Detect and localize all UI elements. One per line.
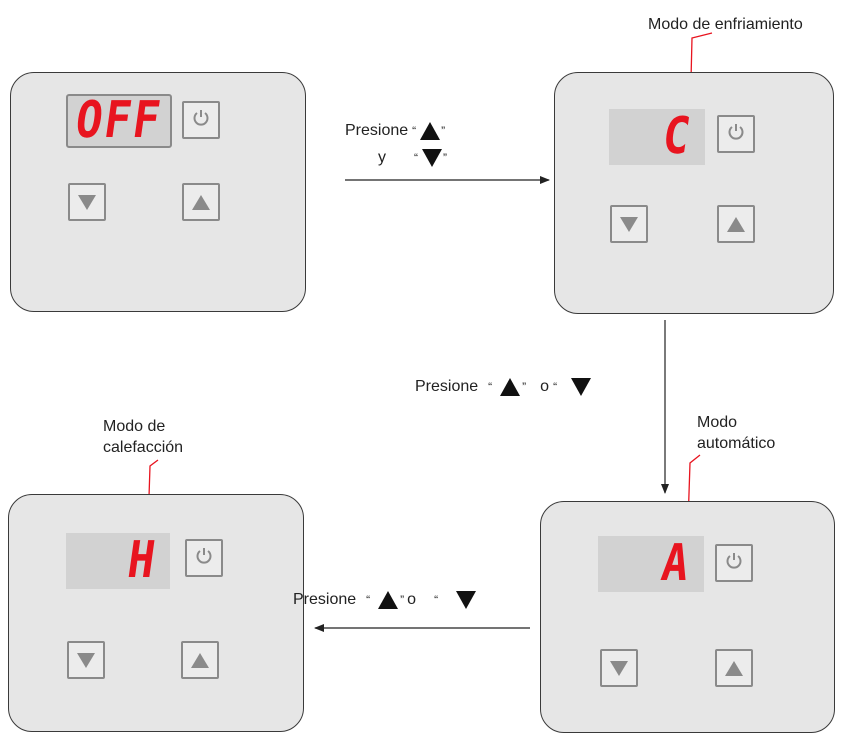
up-triangle-icon <box>725 660 743 676</box>
auto-mode-label-line1: Modo <box>697 414 738 431</box>
up-button[interactable] <box>717 205 755 243</box>
power-button[interactable] <box>182 101 220 139</box>
heating-mode-label-line2: calefacción <box>103 439 184 456</box>
down-triangle-icon <box>571 377 592 396</box>
power-icon <box>191 108 211 133</box>
open-quote: “ <box>488 380 493 394</box>
cooling-mode-label: Modo de enfriamiento <box>648 16 803 33</box>
up-triangle-icon <box>420 121 441 140</box>
up-triangle-icon <box>727 216 745 232</box>
close-quote: ” <box>443 151 447 165</box>
display-readout: OFF <box>72 91 166 150</box>
step3-or-text: o <box>407 591 417 608</box>
step2-instruction: Presione“”o“ <box>415 373 592 401</box>
down-button[interactable] <box>67 641 105 679</box>
down-triangle-icon <box>456 590 477 609</box>
close-quote: ” <box>522 380 527 394</box>
power-button[interactable] <box>715 544 753 582</box>
open-quote: “ <box>414 151 418 165</box>
thermostat-panel-auto: A <box>540 501 835 733</box>
down-triangle-icon <box>78 194 96 210</box>
up-triangle-icon <box>500 377 521 396</box>
up-button[interactable] <box>181 641 219 679</box>
open-quote: “ <box>553 380 558 394</box>
power-button[interactable] <box>185 539 223 577</box>
power-icon <box>724 551 744 576</box>
step2-press-text: Presione <box>415 378 479 395</box>
heating-mode-label-line1: Modo de <box>103 418 166 435</box>
auto-mode-label-line2: automático <box>697 435 776 452</box>
open-quote: “ <box>366 593 371 607</box>
display-off: OFF <box>66 91 172 150</box>
open-quote: “ <box>412 124 417 138</box>
up-button[interactable] <box>182 183 220 221</box>
thermostat-panel-off: OFF <box>10 72 306 312</box>
down-triangle-icon <box>77 652 95 668</box>
close-quote: ” <box>400 593 405 607</box>
display-auto: A <box>598 534 704 593</box>
up-button[interactable] <box>715 649 753 687</box>
power-icon <box>726 122 746 147</box>
down-triangle-icon <box>620 216 638 232</box>
step2-or-text: o <box>540 378 550 395</box>
down-button[interactable] <box>68 183 106 221</box>
down-triangle-icon <box>422 148 442 167</box>
step3-press-text: Presione <box>293 591 357 608</box>
power-icon <box>194 546 214 571</box>
up-triangle-icon <box>378 590 399 609</box>
display-readout: C <box>658 107 696 166</box>
up-triangle-icon <box>191 652 209 668</box>
step1-instruction: Presione“ ” <box>345 118 445 144</box>
power-button[interactable] <box>717 115 755 153</box>
step1-instruction-line2: y “ ” <box>378 145 447 171</box>
up-triangle-icon <box>192 194 210 210</box>
display-cooling: C <box>609 107 705 166</box>
display-readout: A <box>657 534 695 593</box>
display-heating: H <box>66 531 170 590</box>
thermostat-panel-cooling: C <box>554 72 834 314</box>
step1-press-text: Presione <box>345 122 409 139</box>
step3-instruction: Presione “ ”o “ <box>293 586 477 614</box>
close-quote: ” <box>441 124 446 138</box>
step1-and-text: y <box>378 149 386 166</box>
down-button[interactable] <box>610 205 648 243</box>
thermostat-panel-heating: H <box>8 494 304 732</box>
open-quote: “ <box>434 593 439 607</box>
display-readout: H <box>123 531 161 590</box>
down-button[interactable] <box>600 649 638 687</box>
down-triangle-icon <box>610 660 628 676</box>
